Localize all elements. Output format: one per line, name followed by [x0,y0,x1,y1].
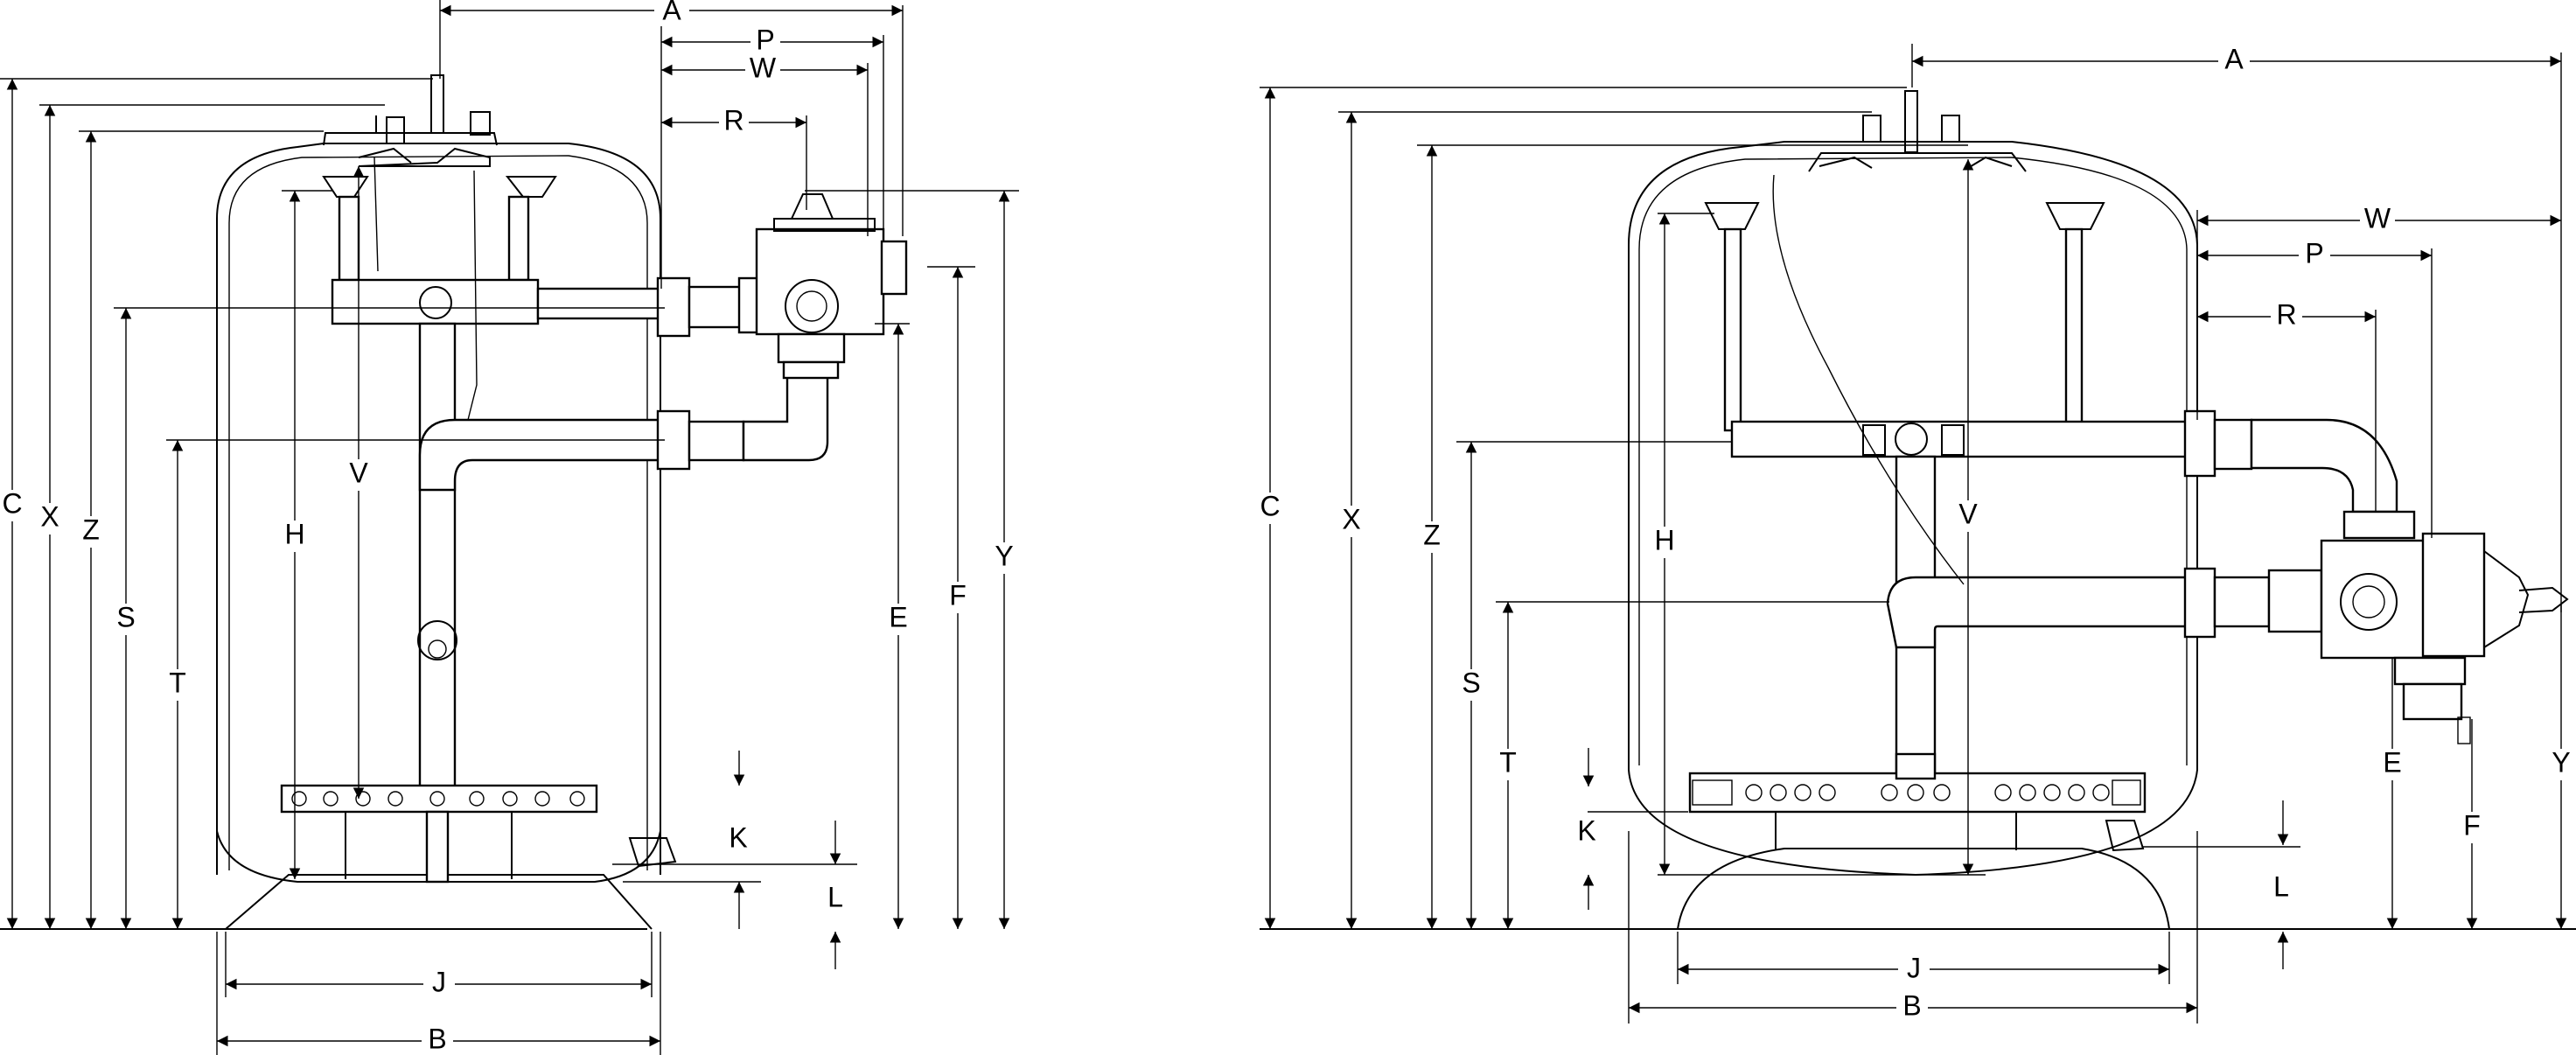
dim-label-c: C [2,487,22,519]
dim-label-v: V [1958,498,1978,529]
dim-label-z: Z [1423,519,1441,550]
dim-label-v: V [349,457,368,488]
dim-label-t: T [169,667,186,698]
dim-label-a: A [2224,43,2244,74]
dim-label-p: P [2305,237,2323,269]
dim-label-w: W [750,52,777,83]
dim-label-r: R [723,104,743,136]
top-mount-filter-figure: A P W R C X Z S T H V E F Y [0,0,1019,1055]
dim-label-j: J [432,966,446,997]
dim-label-x: X [1342,503,1360,534]
dim-label-l: L [2273,870,2289,902]
dim-label-b: B [1902,989,1921,1021]
dim-label-k: K [1577,814,1595,846]
dim-label-l: L [827,881,843,912]
dim-label-s: S [1462,667,1480,698]
dim-label-a: A [662,0,681,25]
dim-label-f: F [2463,809,2481,841]
dim-label-e: E [889,601,907,632]
dim-label-y: Y [2552,746,2570,778]
dim-label-t: T [1499,746,1517,778]
dim-label-h: H [1654,524,1674,555]
dim-label-p: P [756,24,774,55]
side-mount-labels: A W P R C X Z S T H V E F Y [1258,43,2573,1023]
dim-label-r: R [2276,298,2296,330]
dim-label-x: X [40,500,59,532]
dim-label-k: K [729,821,747,853]
dim-label-j: J [1907,952,1921,983]
dim-label-w: W [2364,202,2391,234]
dim-label-y: Y [995,540,1013,571]
lateral-holes-right [1692,779,2141,806]
dim-label-e: E [2383,746,2401,778]
dim-label-c: C [1260,490,1280,521]
dim-label-s: S [116,601,135,632]
dim-label-b: B [428,1023,446,1054]
dim-label-h: H [284,518,304,549]
dim-label-z: Z [82,514,100,545]
top-mount-labels: A P W R C X Z S T H V E F Y [0,0,1016,1055]
side-mount-filter-figure: A W P R C X Z S T H V E F Y [1258,43,2576,1024]
dim-label-f: F [949,579,967,611]
